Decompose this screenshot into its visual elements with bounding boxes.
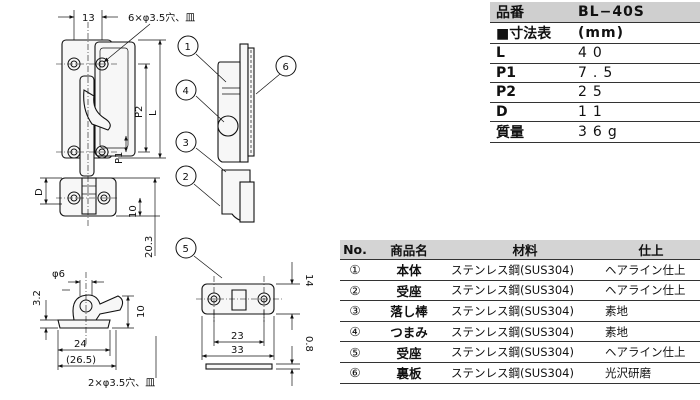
svg-text:2: 2 [183,172,189,183]
callout-4 [175,79,197,101]
table-row: ③ 落し棒 ステンレス鋼(SUS304) 素地 [340,300,700,322]
callout-3 [175,131,197,153]
spec-header-label: 品番 [490,2,572,23]
table-row: ⑥ 裏板 ステンレス鋼(SUS304) 光沢研磨 [340,362,700,384]
col-material: 材料 [448,240,602,260]
spec-row: P1 7.5 [490,63,700,83]
table-row: ④ つまみ ステンレス鋼(SUS304) 素地 [340,321,700,343]
dim-twenty-three: 23 [231,331,244,342]
col-name: 商品名 [370,240,448,260]
svg-text:3: 3 [183,138,189,149]
callout-1 [177,35,199,57]
spec-row: P2 25 [490,82,700,103]
callout-5 [175,237,197,259]
spec-row: D 11 [490,102,700,122]
dim-phi6: φ6 [52,269,65,280]
spec-row: L 40 [490,43,700,64]
dim-p1: P1 [114,152,125,164]
table-row: ⑤ 受座 ステンレス鋼(SUS304) ヘアライン仕上 [340,341,700,363]
callout-6 [275,55,297,77]
dim-zero-eight: 0.8 [303,336,314,352]
dim-twenty-four: 24 [74,339,87,350]
col-finish: 仕上 [602,240,700,260]
front-dimensions: 13 6×φ3.5穴、皿 P2 L P1 D 10 20.3 [34,10,195,258]
side-view [217,43,255,223]
spec-row: 質量 36g [490,121,700,143]
spec-header-row: 品番 BL−40S [490,2,700,23]
dim-d: D [34,188,45,196]
knob-dimensions: φ6 3.2 10 24 (26.5) 2×φ3.5穴、皿 [32,269,157,389]
table-row: ① 本体 ステンレス鋼(SUS304) ヘアライン仕上 [340,259,700,281]
dim-ten-a: 10 [128,205,139,218]
svg-text:5: 5 [183,244,189,255]
svg-text:6: 6 [283,62,289,73]
spec-sub-value: (mm) [572,22,700,44]
dim-holes-small: 2×φ3.5穴、皿 [88,376,155,389]
front-view [56,22,136,226]
strike-plate-view [196,276,282,370]
dim-holes-main: 6×φ3.5穴、皿 [128,11,195,24]
dim-ten-b: 10 [136,305,147,318]
callout-2 [175,165,197,187]
dim-l: L [148,110,159,116]
col-no: No. [340,240,370,260]
svg-text:1: 1 [185,42,191,53]
spec-sub-row: ■寸法表 (mm) [490,22,700,44]
dim-twenty: 20.3 [144,236,155,258]
dim-top-width: 13 [82,13,95,24]
dim-thirty-three: 33 [231,345,244,356]
spec-sub-label: ■寸法表 [490,22,572,44]
knob-side-view [40,272,124,344]
strike-dimensions: 14 23 33 0.8 [201,262,314,386]
svg-text:4: 4 [183,86,189,97]
dim-fourteen: 14 [303,274,314,287]
dim-twenty-six: (26.5) [66,355,96,366]
spec-table: 品番 BL−40S ■寸法表 (mm) L 40 P1 7.5 P2 25 D … [490,2,700,143]
table-row: ② 受座 ステンレス鋼(SUS304) ヘアライン仕上 [340,280,700,302]
parts-header-row: No. 商品名 材料 仕上 [340,240,700,260]
callouts: 1 4 3 2 6 5 [175,35,297,279]
spec-header-value: BL−40S [572,2,700,23]
parts-table: No. 商品名 材料 仕上 ① 本体 ステンレス鋼(SUS304) ヘアライン仕… [340,240,700,384]
dim-three-two: 3.2 [32,290,43,306]
dim-p2: P2 [134,106,145,118]
